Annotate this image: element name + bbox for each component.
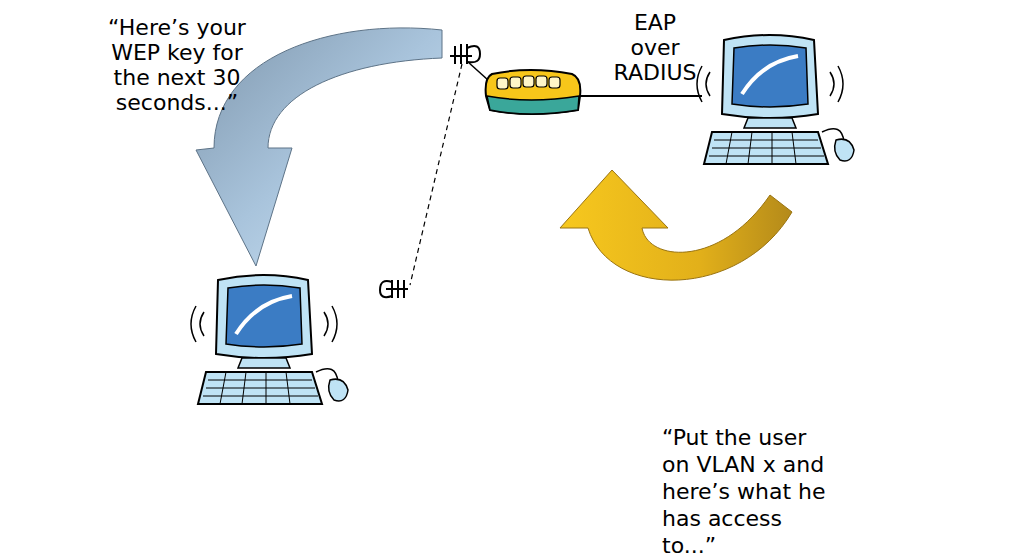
wired-link	[576, 95, 702, 97]
server-computer	[697, 35, 854, 164]
callout-text: “Here’s your WEP key for the next 30 sec…	[102, 15, 252, 115]
client-antenna	[380, 280, 408, 298]
wireless-link	[410, 64, 462, 285]
policy-arrow	[560, 170, 792, 280]
client-computer	[191, 275, 348, 404]
callout-text: “Put the user on VLAN x and here’s what …	[662, 424, 840, 558]
access-point	[450, 44, 580, 114]
link-label: EAP over RADIUS	[610, 10, 700, 85]
